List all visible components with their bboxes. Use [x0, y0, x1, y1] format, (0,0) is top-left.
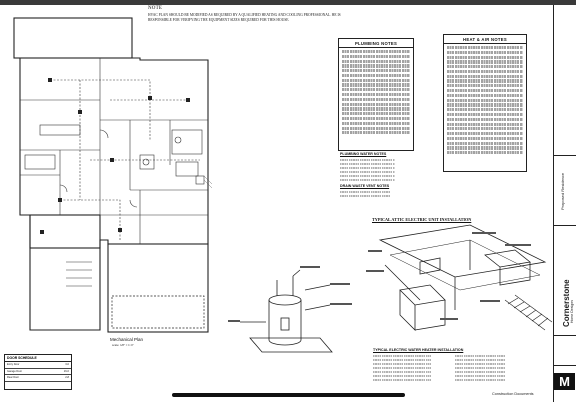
plumbing-notes-box: PLUMBING NOTES	[338, 38, 414, 151]
plan-title: Mechanical Plan	[110, 337, 144, 342]
plumbing-notes-lines	[339, 48, 413, 138]
title-block-subtitle: Home Designs	[570, 300, 574, 323]
heater-install-title: TYPICAL ELECTRIC WATER HEATER INSTALLATI…	[373, 348, 464, 352]
heat-air-notes-lines	[444, 44, 526, 158]
viewer-top-bar	[0, 0, 576, 5]
plan-scale: scale: 1/8" = 1'-0"	[112, 343, 134, 347]
heater-install-lines	[373, 355, 431, 383]
drain-notes-lines	[340, 191, 390, 199]
drain-notes-title: DRAIN WASTE VENT NOTES	[340, 184, 390, 188]
sheet-label: Construction Documents	[492, 392, 534, 396]
note-heading: NOTE	[148, 6, 163, 11]
title-block-logo: M	[554, 373, 575, 390]
door-schedule-title: DOOR SCHEDULE	[5, 355, 71, 362]
attic-install-title: TYPICAL ATTIC ELECTRIC UNIT INSTALLATION	[372, 217, 472, 222]
home-indicator-bar[interactable]	[172, 393, 405, 397]
heat-air-notes-box: HEAT & AIR NOTES	[443, 34, 527, 172]
title-block-project: Proposed Residence	[560, 172, 565, 210]
heater-install-lines-2	[455, 355, 505, 383]
title-block: Proposed Residence Cornerstone Home Desi…	[553, 5, 576, 402]
plumbing-notes-title: PLUMBING NOTES	[339, 39, 413, 48]
water-notes-title: PLUMBING WATER NOTES	[340, 152, 387, 156]
water-notes-lines	[340, 159, 395, 183]
note-text: HVAC PLAN SHOULD BE MODIFIED AS REQUIRED…	[148, 13, 341, 22]
heat-air-notes-title: HEAT & AIR NOTES	[444, 35, 526, 44]
